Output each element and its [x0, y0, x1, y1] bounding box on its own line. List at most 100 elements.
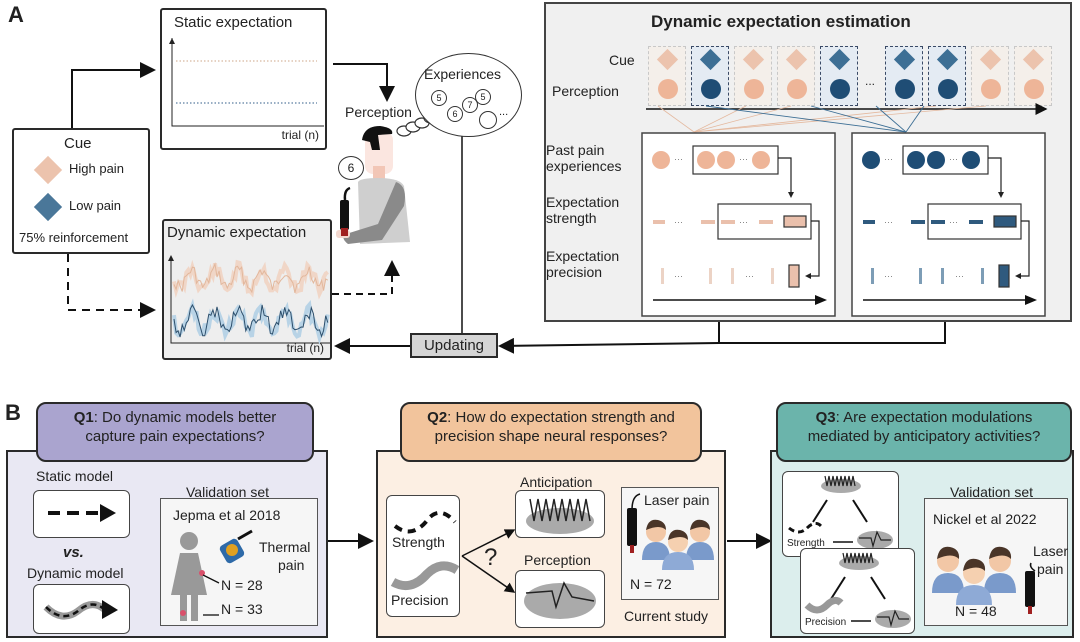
strength-bar: [653, 220, 665, 224]
strength-bar: [931, 220, 945, 224]
strength-bar: [701, 220, 715, 224]
dynamic-expectation-box: Dynamic expectation trial (n): [162, 219, 332, 360]
q2-branch-arrows: [461, 529, 516, 593]
q3-validation-title: Validation set: [950, 484, 1034, 500]
ellipsis: ···: [674, 271, 683, 281]
precision-bar: [731, 268, 734, 284]
strength-dashes-icon: [393, 510, 457, 534]
q3-precision-label: Precision: [805, 617, 847, 628]
high-pain-expectation-line: [173, 262, 329, 294]
q1-validation-box: Jepma et al 2018 Thermal pain N = 28 N =…: [160, 498, 318, 626]
trial-cell-high: [734, 46, 772, 106]
strength-bar: [759, 220, 773, 224]
row-cue-label: Cue: [609, 52, 635, 68]
row-perception-label: Perception: [552, 83, 619, 99]
arrow-cue-to-dynamic: [67, 254, 156, 318]
people-group-icon: [642, 519, 714, 570]
experience-ellipsis: ...: [499, 106, 509, 118]
arrow-dynamic-to-person: [332, 260, 400, 295]
perception-brain-box: [515, 570, 605, 628]
strength-bar: [969, 220, 983, 224]
q1-n1: N = 28: [221, 577, 263, 593]
people-group-icon: [932, 546, 1016, 605]
q1-header: Q1: Do dynamic models better capture pai…: [36, 402, 314, 462]
trial-cell-low: [691, 46, 729, 106]
ellipsis: ···: [745, 271, 754, 281]
q1-validation-title: Validation set: [186, 484, 270, 500]
perception-circle-icon: [701, 79, 721, 99]
connector: [778, 157, 792, 194]
perception-label: Perception: [345, 104, 412, 120]
q3-strength-label: Strength: [787, 538, 825, 549]
q3-strength-mediation-box: Strength: [782, 471, 899, 557]
pain-label: pain: [278, 557, 305, 573]
panel-b-letter: B: [5, 400, 21, 425]
dynamic-model-label: Dynamic model: [27, 565, 124, 581]
past-experiences-label: Past pain experiences: [546, 142, 622, 174]
q3-study-label: Nickel et al 2022: [933, 511, 1037, 527]
dashed-arrow-icon: [48, 504, 116, 522]
trial-cell-high: [648, 46, 686, 106]
past-experience-circle-icon: [907, 151, 925, 169]
q1-n2: N = 33: [221, 601, 263, 617]
updating-label: Updating: [423, 337, 485, 354]
experience-value: 6: [447, 106, 463, 122]
trial-ellipsis: ...: [865, 74, 876, 88]
arrow-estimation-to-updating: [498, 337, 720, 354]
laser-device-icon: [1025, 562, 1036, 614]
static-expectation-box: Static expectation trial (n): [160, 8, 327, 150]
trial-cell-low: [928, 46, 966, 106]
precision-mediation-diagram: [804, 552, 911, 628]
ellipsis: ···: [739, 154, 748, 164]
past-experience-circle-icon: [962, 151, 980, 169]
static-model-box: [33, 490, 130, 538]
cue-title: Cue: [64, 135, 92, 152]
expectation-precision-line2: precision: [546, 264, 603, 280]
q2-laser-pain-label: Laser pain: [644, 492, 710, 508]
woman-icon: [171, 532, 207, 621]
q2-question-mark: ?: [484, 544, 498, 571]
wavy-arrow-icon: [43, 600, 118, 620]
q3-laser-label: Laser: [1033, 543, 1069, 559]
estimation-connectors: [646, 103, 1048, 133]
experience-value: 7: [462, 97, 478, 113]
trial-cell-low: [885, 46, 923, 106]
experiences-title: Experiences: [424, 66, 502, 82]
precision-bar: [871, 268, 874, 284]
q2-n: N = 72: [630, 576, 672, 592]
arm: [343, 182, 405, 244]
expectation-precision-label: Expectation precision: [546, 248, 619, 280]
trial-cell-high: [777, 46, 815, 106]
ellipsis: ···: [949, 217, 958, 227]
brain-oscillation-icon: [526, 498, 594, 534]
static-xlabel: trial (n): [281, 128, 319, 142]
q3-question-line1: : Are expectation modulations: [835, 409, 1033, 426]
past-experience-circle-icon: [717, 151, 735, 169]
q2-question-line2: precision shape neural responses?: [434, 428, 668, 445]
rating-bubble: 6: [338, 156, 364, 180]
strength-bar: [863, 220, 875, 224]
q2-anticipation-label: Anticipation: [520, 474, 593, 490]
past-experience-circle-icon: [752, 151, 770, 169]
ellipsis: ···: [674, 217, 683, 227]
q3-validation-box: Nickel et al 2022 Laser pain N = 48: [924, 498, 1068, 626]
window-box: [902, 145, 989, 175]
strength-current: [993, 215, 1017, 228]
connector: [809, 220, 820, 277]
experience-value: 5: [475, 89, 491, 105]
perception-circle-icon: [787, 79, 807, 99]
past-experience-circle-icon: [652, 151, 670, 169]
q2-current-study-label: Current study: [624, 608, 709, 624]
perception-circle-icon: [1024, 79, 1044, 99]
q2-question-line1: : How do expectation strength and: [447, 409, 675, 426]
arrowhead: [788, 192, 794, 198]
trial-cell-high: [971, 46, 1009, 106]
q3-prefix: Q3: [815, 409, 836, 426]
high-pain-expectation-band: [172, 259, 329, 300]
expectation-strength-label: Expectation strength: [546, 194, 619, 226]
strength-mediation-diagram: [788, 475, 893, 549]
connector: [988, 157, 1002, 194]
q2-current-study-box: Laser pain N = 72: [621, 487, 719, 600]
line-estimation-join: [718, 314, 946, 344]
